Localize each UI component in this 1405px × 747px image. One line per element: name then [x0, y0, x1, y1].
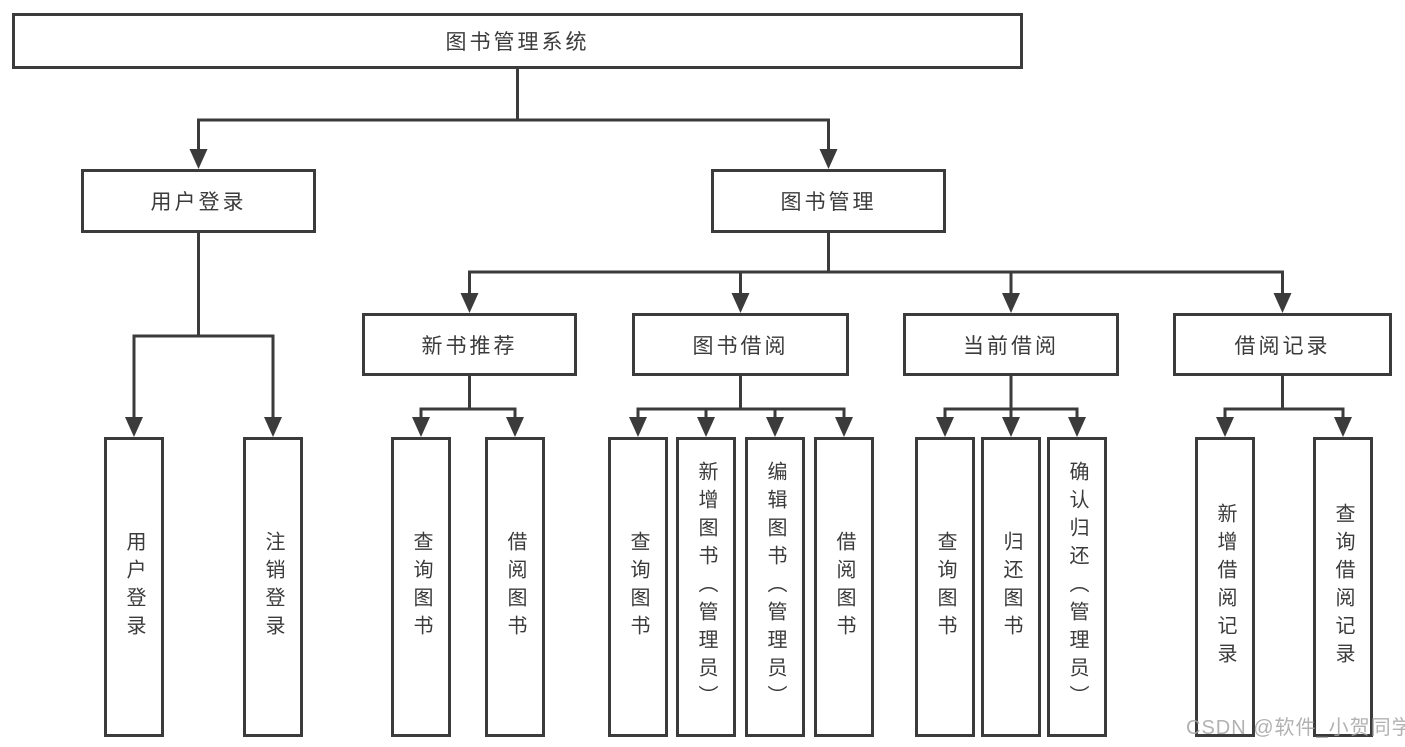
arrow-leaf-newbook-borrow — [506, 417, 524, 437]
leaf-newbook-query-books: 查询图书 — [391, 437, 451, 737]
leaf-current-return-books-label: 归还图书 — [1000, 531, 1022, 643]
edge-mgmt-bracket — [468, 270, 1284, 295]
arrow-leaf-borrow-edit — [766, 417, 784, 437]
leaf-borrow-edit-books-admin: 编辑图书（管理员） — [745, 437, 805, 737]
leaf-record-query-borrow-record-label: 查询借阅记录 — [1332, 503, 1354, 671]
leaf-borrow-query-books: 查询图书 — [608, 437, 668, 737]
leaf-newbook-query-books-label: 查询图书 — [410, 531, 432, 643]
leaf-borrow-query-books-label: 查询图书 — [627, 531, 649, 643]
leaf-logout-login: 注销登录 — [243, 437, 303, 737]
node-borrow-record: 借阅记录 — [1173, 313, 1392, 376]
edge-current-bracket — [943, 407, 1079, 420]
arrow-leaf-newbook-query — [412, 417, 430, 437]
arrow-leaf-borrow-borrow — [835, 417, 853, 437]
leaf-current-query-books-label: 查询图书 — [934, 531, 956, 643]
leaf-record-add-borrow-record-label: 新增借阅记录 — [1214, 503, 1236, 671]
csdn-watermark: CSDN @软件_小贺同学 — [1186, 717, 1405, 739]
arrow-newbook — [460, 293, 479, 313]
edge-borrow-bracket — [636, 407, 846, 420]
leaf-current-confirm-return-admin: 确认归还（管理员） — [1047, 437, 1107, 737]
arrow-borrow — [731, 293, 750, 313]
edge-login-bracket — [132, 334, 275, 419]
arrow-leaf-borrow-add — [697, 417, 715, 437]
leaf-user-login: 用户登录 — [104, 437, 164, 737]
node-new-book-recommend: 新书推荐 — [362, 313, 577, 376]
node-book-borrow: 图书借阅 — [632, 313, 849, 376]
leaf-borrow-add-books-admin: 新增图书（管理员） — [676, 437, 736, 737]
arrow-login — [189, 149, 208, 169]
leaf-logout-login-label: 注销登录 — [262, 531, 284, 643]
leaf-borrow-add-books-admin-label: 新增图书（管理员） — [695, 461, 717, 713]
leaf-current-confirm-return-admin-label: 确认归还（管理员） — [1066, 461, 1088, 713]
arrow-leaf-record-query — [1334, 417, 1352, 437]
node-book-management: 图书管理 — [711, 169, 946, 233]
leaf-newbook-borrow-books: 借阅图书 — [485, 437, 545, 737]
edge-newbook-bracket — [419, 407, 517, 420]
edge-root-bracket — [197, 118, 830, 150]
arrow-leaf-current-return — [1002, 417, 1020, 437]
arrow-leaf-record-add — [1216, 417, 1234, 437]
edge-record-bracket — [1223, 407, 1345, 420]
leaf-newbook-borrow-books-label: 借阅图书 — [504, 531, 526, 643]
arrow-leaf-current-query — [936, 417, 954, 437]
node-current-borrow-label: 当前借阅 — [963, 334, 1059, 358]
arrow-leaf-borrow-query — [629, 417, 647, 437]
arrow-mgmt — [819, 149, 838, 169]
leaf-record-add-borrow-record: 新增借阅记录 — [1195, 437, 1255, 737]
leaf-borrow-edit-books-admin-label: 编辑图书（管理员） — [764, 461, 786, 713]
node-user-login: 用户登录 — [81, 169, 316, 233]
leaf-user-login-label: 用户登录 — [123, 531, 145, 643]
node-user-login-label: 用户登录 — [150, 191, 247, 214]
arrow-leaf-current-confirm — [1068, 417, 1086, 437]
node-current-borrow: 当前借阅 — [903, 313, 1119, 376]
arrow-leaf-login-logout — [264, 417, 282, 437]
leaf-current-query-books: 查询图书 — [915, 437, 975, 737]
node-book-management-label: 图书管理 — [780, 191, 877, 214]
arrow-leaf-login-user — [125, 417, 143, 437]
leaf-borrow-borrow-books-label: 借阅图书 — [833, 531, 855, 643]
leaf-current-return-books: 归还图书 — [981, 437, 1041, 737]
node-new-book-label: 新书推荐 — [421, 334, 518, 358]
leaf-record-query-borrow-record: 查询借阅记录 — [1313, 437, 1373, 737]
arrow-record — [1273, 293, 1292, 313]
leaf-borrow-borrow-books: 借阅图书 — [814, 437, 874, 737]
arrow-current — [1002, 293, 1020, 313]
node-root-label: 图书管理系统 — [445, 31, 590, 54]
node-borrow-record-label: 借阅记录 — [1234, 334, 1331, 358]
node-book-borrow-label: 图书借阅 — [692, 334, 789, 358]
node-root-system: 图书管理系统 — [12, 13, 1023, 69]
